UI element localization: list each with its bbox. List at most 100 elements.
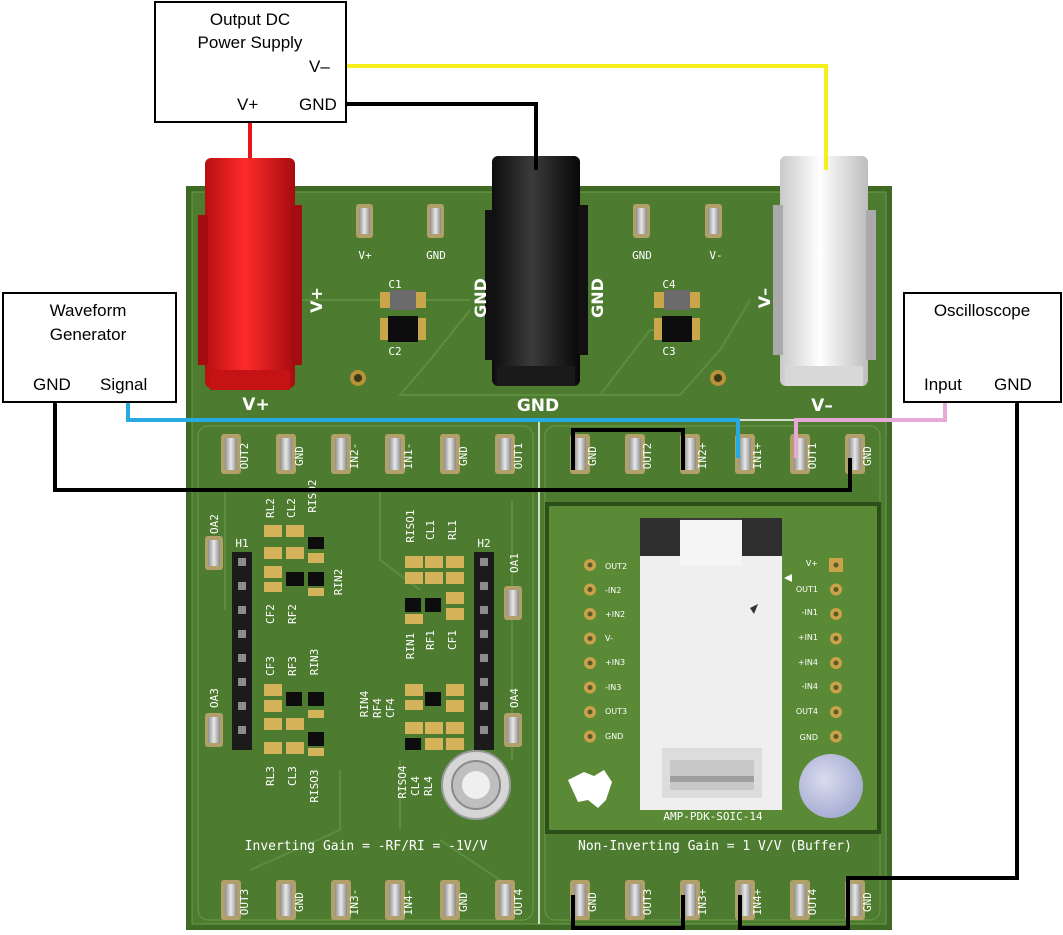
header-h1	[232, 552, 252, 750]
comp-label-rin4: RIN4	[358, 690, 371, 717]
pin-pad	[276, 434, 296, 474]
pin-label: GND	[457, 446, 470, 466]
module-pin	[830, 657, 842, 669]
capacitors	[380, 290, 700, 342]
section-pin-pads	[221, 434, 865, 920]
power-title-2: Power Supply	[198, 33, 303, 52]
comp-label-riso2: RISO2	[306, 479, 319, 512]
module-pin-label: GND	[800, 733, 818, 742]
comp-label-rf3: RF3	[286, 656, 299, 676]
oscilloscope-box: Oscilloscope Input GND	[903, 292, 1062, 403]
comp-label-cl1: CL1	[424, 520, 437, 540]
cap-label-c4: C4	[662, 278, 676, 291]
oa-label-oa2: OA2	[208, 514, 221, 534]
header-h2	[474, 552, 494, 750]
header-pin	[480, 630, 488, 638]
wire-blue-signal	[126, 402, 740, 458]
wire-yellow-vminus	[346, 64, 828, 170]
power-vminus-label: V–	[309, 57, 330, 76]
pin-pad	[221, 880, 241, 920]
top-test-pads	[356, 204, 722, 238]
pin-label: OUT2	[238, 443, 251, 470]
pin-label: GND	[861, 446, 874, 466]
module-pin	[584, 583, 596, 596]
module-pin-label: +IN3	[605, 658, 625, 667]
comp-label-rl3: RL3	[264, 766, 277, 786]
header-pin	[238, 726, 246, 734]
pin-label: OUT3	[238, 889, 251, 916]
pin-label: GND	[586, 446, 599, 466]
pin-label: OUT1	[512, 443, 525, 470]
pin-pad	[221, 434, 241, 474]
comp-label-rf4: RF4	[371, 698, 384, 718]
jack-bottom-vminus: V–	[811, 396, 833, 416]
module-pin-label: -IN1	[802, 608, 818, 617]
pin-label: IN3-	[348, 889, 361, 916]
pad-label-gnd-2: GND	[632, 249, 652, 262]
module-pin-label: GND	[605, 732, 623, 741]
pad-label-vplus: V+	[358, 249, 372, 262]
wire-pink-scope-input	[794, 402, 947, 458]
ti-logo-icon	[568, 770, 612, 808]
pin-pad	[495, 880, 515, 920]
pin-label: IN4+	[751, 888, 764, 915]
module-pin-label: OUT1	[796, 585, 818, 594]
pin-label: IN2-	[348, 443, 361, 470]
comp-label-rl2: RL2	[264, 498, 277, 518]
header-pin	[480, 606, 488, 614]
black-banana-jack	[485, 156, 588, 386]
module-pin	[584, 632, 596, 645]
jack-label-vplus: V+	[307, 287, 326, 313]
comp-label-rin3: RIN3	[308, 649, 321, 676]
module-pin-label: OUT2	[605, 562, 627, 571]
comp-label-rin1: RIN1	[404, 633, 417, 660]
module-pin-label: -IN4	[802, 682, 818, 691]
module-pin	[584, 608, 596, 620]
scope-input-label: Input	[924, 375, 962, 394]
comp-label-cf3: CF3	[264, 656, 277, 676]
wire-black-generator-gnd	[53, 402, 852, 492]
header-pin	[238, 630, 246, 638]
comp-label-cl2: CL2	[285, 498, 298, 518]
pad-label-vminus: V-	[709, 249, 722, 262]
comp-label-riso3: RISO3	[308, 769, 321, 802]
header-pin	[238, 606, 246, 614]
pin-pad	[440, 434, 460, 474]
power-vplus-label: V+	[237, 95, 258, 114]
module-pin	[830, 608, 842, 620]
pin-pad	[385, 434, 405, 474]
pin-label: OUT3	[641, 889, 654, 916]
waveform-title-1: Waveform	[50, 301, 127, 320]
scope-title: Oscilloscope	[934, 301, 1030, 320]
jack-label-gnd-right: GND	[588, 278, 607, 318]
module-name: AMP-PDK-SOIC-14	[663, 810, 763, 823]
comp-label-cf1: CF1	[446, 630, 459, 650]
section-pin-labels: OUT2 GND IN2- IN1- GND OUT1 GND OUT2 IN2…	[238, 442, 874, 915]
comp-label-cl3: CL3	[286, 766, 299, 786]
pin-label: GND	[586, 892, 599, 912]
module-pin	[830, 583, 842, 596]
jack-bottom-gnd: GND	[517, 396, 559, 416]
module-pin	[830, 681, 842, 694]
pin-label: GND	[293, 446, 306, 466]
jack-label-gnd-left: GND	[471, 278, 490, 318]
module-pin-label: +IN1	[798, 633, 818, 642]
pin-pad	[440, 880, 460, 920]
module-pin	[830, 632, 842, 645]
power-supply-box: Output DC Power Supply V– V+ GND	[154, 1, 347, 123]
header-pin	[238, 558, 246, 566]
module-pin	[584, 559, 596, 571]
comp-label-cf4: CF4	[384, 698, 397, 718]
pin-label: IN3+	[696, 888, 709, 915]
oa-side-pads	[205, 536, 522, 747]
scope-gnd-label: GND	[994, 375, 1032, 394]
module-pin-label: +IN4	[798, 658, 818, 667]
pin-pad	[331, 434, 351, 474]
module-pin-label: OUT4	[796, 707, 818, 716]
comp-label-rl1: RL1	[446, 520, 459, 540]
soic-module	[545, 502, 881, 834]
white-banana-jack	[773, 156, 876, 386]
module-pin	[584, 681, 596, 694]
cap-label-c2: C2	[388, 345, 401, 358]
header-pin	[480, 726, 488, 734]
